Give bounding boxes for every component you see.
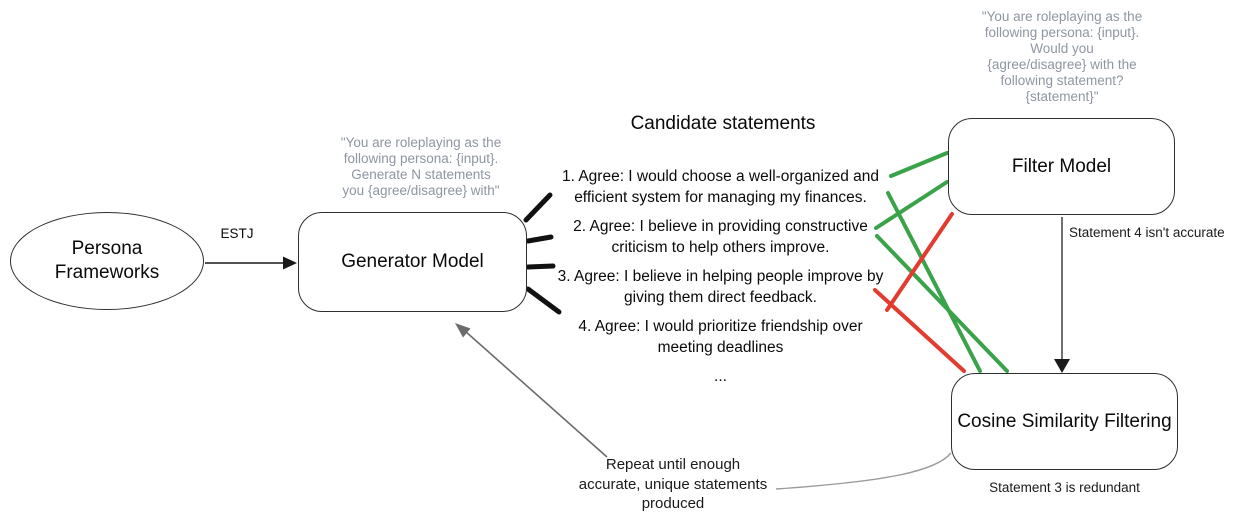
filter-prompt-line2: following persona: {input}. — [984, 25, 1140, 40]
statement-2: 2. Agree: I believe in providing constru… — [548, 216, 893, 258]
repeat-loop-line3: produced — [641, 495, 705, 512]
statement1-to-cosine-line-green — [886, 191, 982, 373]
generator-prompt-line2: following persona: {input}. — [343, 151, 499, 166]
statement-2-line2: criticism to help others improve. — [611, 239, 830, 256]
filter-prompt-line6: {statement}" — [1025, 89, 1099, 104]
statement-3-line2: giving them direct feedback. — [624, 289, 817, 306]
generator-prompt-line3: Generate N statements — [351, 167, 491, 182]
statement-4-line2: meeting deadlines — [657, 339, 784, 356]
filter-decision-note: Statement 4 isn't accurate — [1069, 225, 1225, 240]
filter-model-label: Filter Model — [1011, 155, 1112, 177]
repeat-loop-line1: Repeat until enough — [605, 456, 741, 473]
repeat-to-generator-arrowhead — [455, 323, 471, 338]
cosine-similarity-node: Cosine Similarity Filtering — [951, 373, 1178, 470]
persona-to-generator-arrowhead — [283, 256, 297, 270]
filter-model-node: Filter Model — [948, 118, 1175, 215]
filter-to-statement4-line-red — [885, 212, 954, 312]
repeat-loop-line2: accurate, unique statements — [578, 475, 768, 493]
statement2-to-filter-line-green — [874, 180, 949, 230]
repeat-loop-label: Repeat until enough accurate, unique sta… — [553, 455, 793, 514]
estj-edge-label: ESTJ — [220, 226, 254, 241]
statement-1-line2: efficient system for managing my finance… — [574, 189, 867, 206]
generator-model-node: Generator Model — [298, 212, 527, 312]
generator-model-label: Generator Model — [341, 251, 484, 273]
statement-3-line1: 3. Agree: I believe in helping people im… — [557, 268, 884, 285]
generator-prompt-line4: you {agree/disagree} with" — [342, 183, 500, 198]
statement-3: 3. Agree: I believe in helping people im… — [548, 266, 893, 308]
generator-to-statement2-tick — [525, 234, 554, 244]
cosine-to-repeat-connector — [775, 452, 952, 490]
generator-to-statement1-tick — [523, 192, 553, 223]
persona-frameworks-label-line2: Frameworks — [54, 262, 160, 283]
statement-4: 4. Agree: I would prioritize friendship … — [548, 316, 893, 358]
statement3-to-cosine-line-red — [873, 288, 966, 373]
filter-prompt: "You are roleplaying as the following pe… — [957, 9, 1167, 105]
persona-frameworks-label-line1: Persona — [71, 238, 143, 260]
generator-prompt: "You are roleplaying as the following pe… — [316, 135, 526, 199]
candidate-statements-list: 1. Agree: I would choose a well-organize… — [548, 166, 893, 387]
repeat-to-generator-arrow-line — [464, 330, 608, 458]
generator-to-statement4-tick — [525, 286, 562, 315]
filter-prompt-line5: following statement? — [1000, 73, 1124, 88]
filter-prompt-line1: "You are roleplaying as the — [981, 9, 1143, 24]
statement1-to-filter-line-green — [889, 151, 949, 178]
filter-prompt-line3: Would you — [1030, 41, 1094, 56]
statement-2-line1: 2. Agree: I believe in providing constru… — [573, 218, 868, 235]
statements-ellipsis: ... — [714, 368, 727, 385]
statement-1: 1. Agree: I would choose a well-organize… — [548, 166, 893, 208]
filter-prompt-line4: {agree/disagree} with the — [987, 57, 1137, 72]
cosine-decision-note: Statement 3 is redundant — [989, 480, 1140, 495]
candidate-statements-title: Candidate statements — [630, 113, 816, 134]
statement2-to-cosine-line-green — [875, 234, 1009, 373]
persona-frameworks-node: Persona Frameworks — [10, 212, 204, 310]
statement-4-line1: 4. Agree: I would prioritize friendship … — [578, 318, 863, 335]
statement-1-line1: 1. Agree: I would choose a well-organize… — [561, 168, 880, 185]
generator-to-statement3-tick — [525, 263, 556, 270]
filter-to-cosine-arrowhead — [1054, 359, 1070, 373]
cosine-similarity-label: Cosine Similarity Filtering — [957, 410, 1172, 432]
generator-prompt-line1: "You are roleplaying as the — [340, 135, 502, 150]
